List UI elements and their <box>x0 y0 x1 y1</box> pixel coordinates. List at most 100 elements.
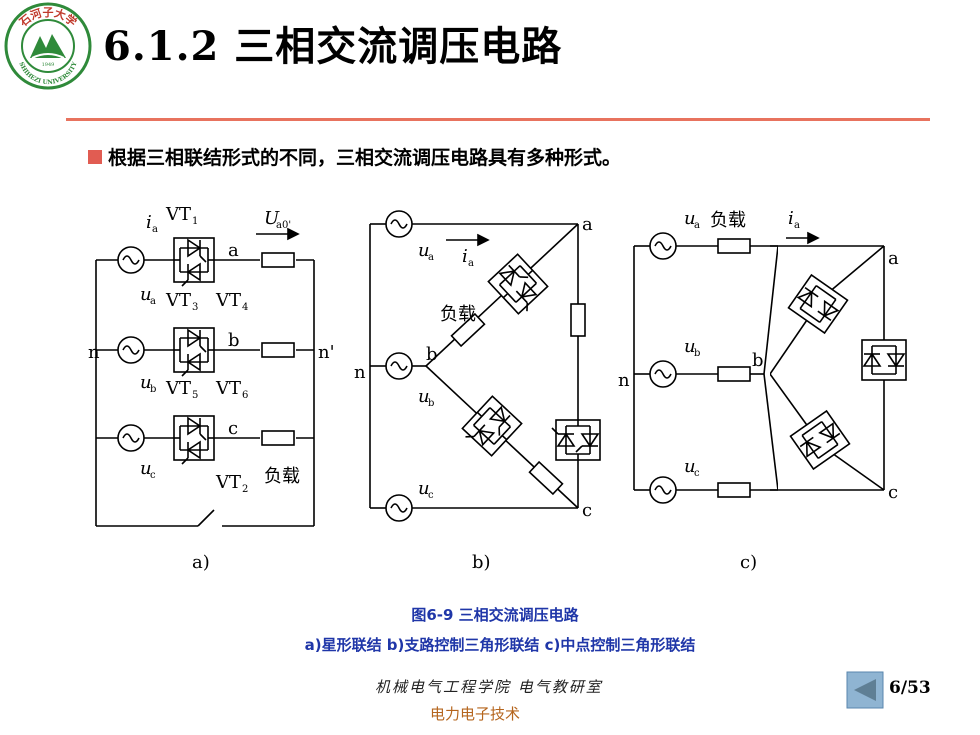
label-vt3-sub: 3 <box>192 302 198 313</box>
label-c-ia: i <box>788 208 794 229</box>
load-a <box>261 252 295 268</box>
ac-source-b-c <box>385 494 413 522</box>
bullet-item: 根据三相联结形式的不同，三相交流调压电路具有多种形式。 <box>88 143 621 170</box>
label-a-ia: i <box>146 212 152 233</box>
page-number: 6/53 <box>889 678 931 698</box>
label-vt6: VT <box>215 378 241 399</box>
label-b-ub-sub: b <box>428 398 434 409</box>
label-b-uc-sub: c <box>428 490 434 501</box>
footer-course: 电力电子技术 <box>430 705 521 723</box>
label-b-node-a: a <box>582 214 593 235</box>
label-a-node-c: c <box>228 418 238 439</box>
figure-caption: 图6-9 三相交流调压电路 <box>411 606 579 624</box>
label-vt5-sub: 5 <box>192 390 198 401</box>
label-c-node-c: c <box>888 482 898 503</box>
thyristor-pair-b <box>173 327 215 377</box>
label-a-n: n <box>88 342 100 363</box>
ac-source-c-c <box>649 476 677 504</box>
page-title: 6.1.2 三相交流调压电路 <box>103 23 563 70</box>
label-a-node-a: a <box>228 240 239 261</box>
label-vt4: VT <box>215 290 241 311</box>
thyristor-pair-b-ab <box>487 253 552 318</box>
label-b-load: 负载 <box>440 304 476 325</box>
bullet-square-icon <box>88 149 102 164</box>
label-c-ua: u <box>684 208 696 229</box>
circuit-a <box>95 227 315 527</box>
label-c-n: n <box>618 370 630 391</box>
label-b-ia: i <box>462 246 468 267</box>
label-b-n: n <box>354 362 366 383</box>
load-b-ca <box>570 303 586 337</box>
thyristor-pair-c-ac <box>861 339 907 381</box>
circuit-b <box>369 210 601 522</box>
load-c-b <box>717 366 751 382</box>
circuit-c-right: i a a c <box>770 208 907 503</box>
circuit-c <box>633 232 778 504</box>
label-c-node-b: b <box>752 350 764 371</box>
label-a-ua: u <box>140 284 152 305</box>
label-c-ub-sub: b <box>694 348 700 359</box>
ac-source-c-a <box>649 232 677 260</box>
label-c-node-a: a <box>888 248 899 269</box>
ac-source-a <box>117 246 145 274</box>
thyristor-pair-c <box>173 415 215 465</box>
figure-subcaption: a)星形联结 b)支路控制三角形联结 c)中点控制三角形联结 <box>304 636 696 654</box>
ac-source-c-b <box>649 360 677 388</box>
label-b-node-b: b <box>426 344 438 365</box>
label-vt3: VT <box>165 290 191 311</box>
label-a-nprime: n' <box>318 342 335 363</box>
label-b-node-c: c <box>582 500 592 521</box>
label-a-ia-sub: a <box>152 224 158 235</box>
label-c-ia-sub: a <box>794 220 800 231</box>
label-vt1: VT <box>165 204 191 225</box>
label-c-load: 负载 <box>710 210 746 231</box>
label-b-uc: u <box>418 478 430 499</box>
label-c-uc: u <box>684 456 696 477</box>
circuit-figure: n n' 负载 a b c i a U a0' u a u b u c VT 1… <box>88 204 778 573</box>
label-b-ub: u <box>418 386 430 407</box>
label-a-node-b: b <box>228 330 240 351</box>
label-vt5: VT <box>165 378 191 399</box>
label-vt2: VT <box>215 472 241 493</box>
label-a-load: 负载 <box>264 466 300 487</box>
ac-source-b <box>117 336 145 364</box>
university-logo: 石河子大学 SHIHEZI UNIVERSITY 1949 <box>4 2 92 90</box>
bullet-text: 根据三相联结形式的不同，三相交流调压电路具有多种形式。 <box>108 147 622 169</box>
title-divider <box>66 118 930 121</box>
label-vt4-sub: 4 <box>242 302 248 313</box>
thyristor-pair-b-ca <box>551 419 601 461</box>
load-c-c <box>717 482 751 498</box>
back-arrow-icon[interactable] <box>846 671 884 709</box>
label-a-Ua0-sub: a0' <box>276 220 291 231</box>
label-c-ua-sub: a <box>694 220 700 231</box>
sub-label-b: b) <box>472 552 491 573</box>
thyristor-pair-a <box>173 237 215 287</box>
thyristor-pair-c-c <box>789 410 851 470</box>
label-a-ub-sub: b <box>150 384 156 395</box>
sub-label-a: a) <box>192 552 210 573</box>
sub-label-c: c) <box>740 552 757 573</box>
logo-year: 1949 <box>42 62 55 68</box>
label-a-Ua0: U <box>264 208 280 229</box>
footer-institute: 机械电气工程学院 电气教研室 <box>375 678 603 696</box>
label-a-uc: u <box>140 458 152 479</box>
label-vt1-sub: 1 <box>192 216 198 227</box>
load-c-a <box>717 238 751 254</box>
label-vt6-sub: 6 <box>242 390 248 401</box>
label-a-ua-sub: a <box>150 296 156 307</box>
load-b <box>261 342 295 358</box>
label-c-uc-sub: c <box>694 468 700 479</box>
label-a-uc-sub: c <box>150 470 156 481</box>
label-b-ia-sub: a <box>468 258 474 269</box>
mountain-icon <box>30 34 66 58</box>
ac-source-c <box>117 424 145 452</box>
label-b-ua: u <box>418 240 430 261</box>
label-b-ua-sub: a <box>428 252 434 263</box>
ac-source-b-b <box>385 352 413 380</box>
load-c <box>261 430 295 446</box>
label-vt2-sub: 2 <box>242 484 248 495</box>
ac-source-b-a <box>385 210 413 238</box>
label-a-ub: u <box>140 372 152 393</box>
load-b-bc <box>528 461 564 495</box>
label-c-ub: u <box>684 336 696 357</box>
